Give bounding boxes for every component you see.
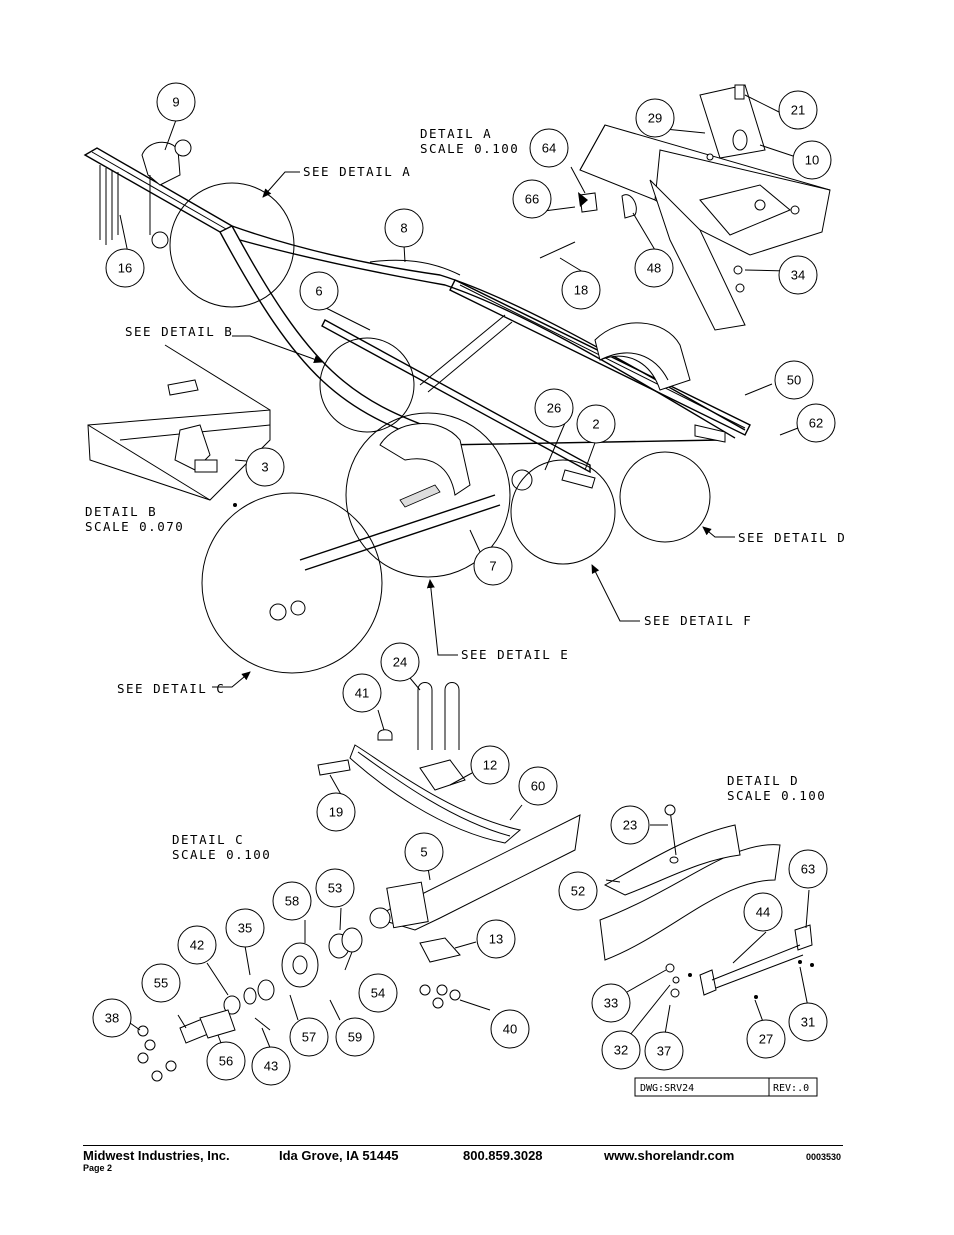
see-detail-leaders — [212, 171, 735, 688]
callout-16: 16 — [118, 261, 132, 276]
callout-48: 48 — [647, 261, 661, 276]
callout-6: 6 — [315, 284, 322, 299]
detail-b-title: DETAIL B — [85, 504, 157, 519]
detail-d-scale: SCALE 0.100 — [727, 788, 826, 803]
callout-59: 59 — [348, 1030, 362, 1045]
footer-phone: 800.859.3028 — [463, 1148, 543, 1163]
callout-50: 50 — [787, 373, 801, 388]
callout-41: 41 — [355, 686, 369, 701]
detail-d-circle — [619, 451, 711, 543]
see-detail-b-label: SEE DETAIL B — [125, 324, 233, 339]
callout-38: 38 — [105, 1011, 119, 1026]
callout-19: 19 — [329, 805, 343, 820]
dwg-number: DWG:SRV24 — [640, 1083, 694, 1094]
footer-website: www.shorelandr.com — [604, 1148, 735, 1163]
callout-63: 63 — [801, 862, 815, 877]
callout-23: 23 — [623, 818, 637, 833]
detail-a-drawing — [539, 84, 831, 331]
callout-37: 37 — [657, 1044, 671, 1059]
callout-58: 58 — [285, 894, 299, 909]
callout-5: 5 — [420, 845, 427, 860]
footer-company: Midwest Industries, Inc. — [83, 1148, 230, 1163]
see-detail-c-label: SEE DETAIL C — [117, 681, 225, 696]
callout-43: 43 — [264, 1059, 278, 1074]
callout-3: 3 — [261, 460, 268, 475]
callouts: 9 16 8 6 3 7 26 2 50 62 29 21 10 64 66 1… — [92, 82, 836, 1086]
detail-a-title: DETAIL A — [420, 126, 492, 141]
detail-f-circle — [510, 459, 616, 565]
detail-c-circle — [201, 492, 383, 674]
trailer-frame — [83, 139, 751, 621]
callout-55: 55 — [154, 976, 168, 991]
callout-34: 34 — [791, 268, 805, 283]
footer-city: Ida Grove, IA 51445 — [279, 1148, 399, 1163]
callout-33: 33 — [604, 996, 618, 1011]
callout-10: 10 — [805, 153, 819, 168]
detail-a-circle — [169, 182, 295, 308]
detail-circles — [169, 182, 711, 674]
detail-b-drawing — [87, 344, 271, 507]
detail-c-title: DETAIL C — [172, 832, 244, 847]
callout-29: 29 — [648, 111, 662, 126]
detail-a-scale: SCALE 0.100 — [420, 141, 519, 156]
callout-18: 18 — [574, 283, 588, 298]
callout-24: 24 — [393, 655, 407, 670]
callout-64: 64 — [542, 141, 556, 156]
callout-53: 53 — [328, 881, 342, 896]
callout-9: 9 — [172, 95, 179, 110]
detail-b-circle — [319, 337, 415, 433]
callout-7: 7 — [489, 559, 496, 574]
detail-c-scale: SCALE 0.100 — [172, 847, 271, 862]
footer-doc-number: 0003530 — [806, 1152, 842, 1162]
callout-32: 32 — [614, 1043, 628, 1058]
footer-rule — [83, 1145, 843, 1146]
footer-page-number: Page 2 — [83, 1163, 113, 1173]
callout-26: 26 — [547, 401, 561, 416]
title-block: DWG:SRV24 REV:.0 — [634, 1077, 818, 1097]
callout-40: 40 — [503, 1022, 517, 1037]
see-detail-a-label: SEE DETAIL A — [303, 164, 411, 179]
detail-d-title: DETAIL D — [727, 773, 799, 788]
callout-44: 44 — [756, 905, 770, 920]
callout-12: 12 — [483, 758, 497, 773]
callout-66: 66 — [525, 192, 539, 207]
detail-d-drawing — [599, 804, 814, 999]
callout-27: 27 — [759, 1032, 773, 1047]
callout-13: 13 — [489, 932, 503, 947]
callout-31: 31 — [801, 1015, 815, 1030]
callout-8: 8 — [400, 221, 407, 236]
callout-52: 52 — [571, 884, 585, 899]
callout-21: 21 — [791, 103, 805, 118]
detail-b-scale: SCALE 0.070 — [85, 519, 184, 534]
callout-57: 57 — [302, 1030, 316, 1045]
revision: REV:.0 — [773, 1083, 809, 1094]
see-detail-f-label: SEE DETAIL F — [644, 613, 752, 628]
detail-e-circle — [345, 412, 511, 578]
callout-2: 2 — [592, 417, 599, 432]
callout-56: 56 — [219, 1054, 233, 1069]
callout-62: 62 — [809, 416, 823, 431]
callout-60: 60 — [531, 779, 545, 794]
callout-42: 42 — [190, 938, 204, 953]
see-detail-d-label: SEE DETAIL D — [738, 530, 846, 545]
callout-35: 35 — [238, 921, 252, 936]
see-detail-e-label: SEE DETAIL E — [461, 647, 569, 662]
callout-54: 54 — [371, 986, 385, 1001]
detail-c-drawing — [137, 682, 581, 1082]
